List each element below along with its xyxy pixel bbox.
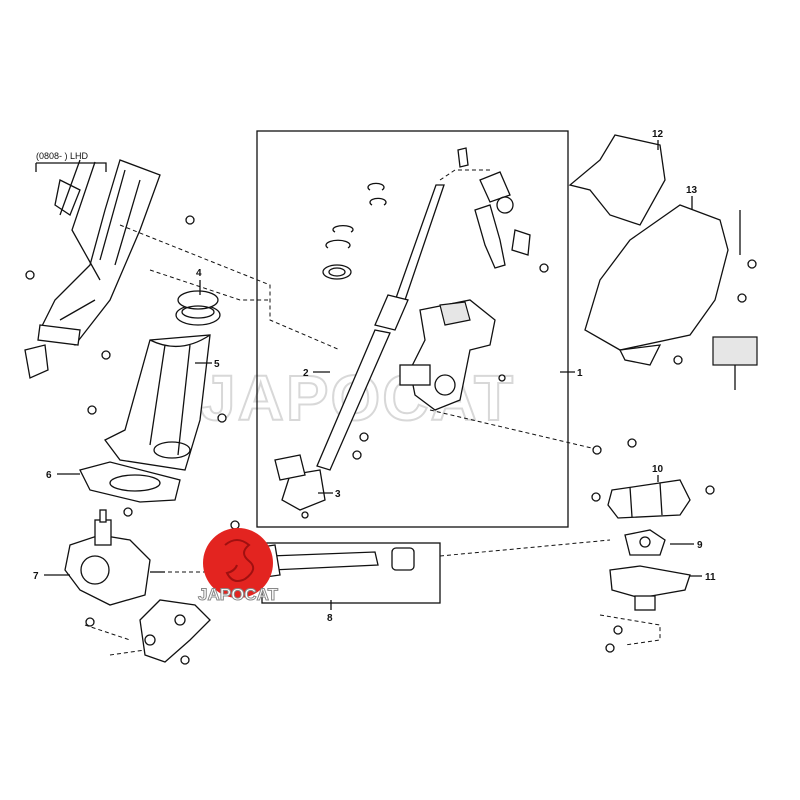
intermediate-shaft-part <box>254 544 415 579</box>
callout-4: 4 <box>196 268 202 279</box>
callout-13: 13 <box>686 185 698 196</box>
callout-6: 6 <box>46 470 52 481</box>
callout-2: 2 <box>303 368 309 379</box>
label-plate-part <box>712 336 758 366</box>
gear-mount-bracket-part <box>139 599 211 663</box>
callout-12: 12 <box>652 129 664 140</box>
variant-bracket <box>35 162 107 172</box>
joint-cover-part <box>609 565 691 611</box>
universal-joint-part <box>624 529 666 556</box>
callout-10: 10 <box>652 464 664 475</box>
lower-column-cover-part <box>584 204 729 366</box>
callout-5: 5 <box>214 359 220 370</box>
callout-1: 1 <box>577 368 583 379</box>
column-boot-part <box>104 334 211 471</box>
upper-column-cover-part <box>568 134 666 226</box>
callout-7: 7 <box>33 571 39 582</box>
steering-column-shaft-part <box>274 184 445 511</box>
boot-gasket-part <box>79 461 181 503</box>
callout-8: 8 <box>327 613 333 624</box>
logo-text: JAPOCAT <box>198 585 279 604</box>
variant-label: (0808- ) LHD <box>36 151 89 161</box>
callout-11: 11 <box>705 572 716 583</box>
column-switch-parts <box>457 147 531 269</box>
column-lock-assembly-part <box>399 299 496 411</box>
callout-3: 3 <box>335 489 341 500</box>
shaft-cover-part <box>607 479 691 519</box>
japocat-logo: JAPOCAT <box>198 528 279 605</box>
column-rings-part <box>322 182 387 280</box>
callout-9: 9 <box>697 540 703 551</box>
bolts <box>25 215 757 665</box>
column-hole-cover-part <box>175 290 221 326</box>
steering-gear-part <box>64 509 165 606</box>
column-bracket-part <box>24 159 161 379</box>
column-assembly-box <box>256 130 569 528</box>
